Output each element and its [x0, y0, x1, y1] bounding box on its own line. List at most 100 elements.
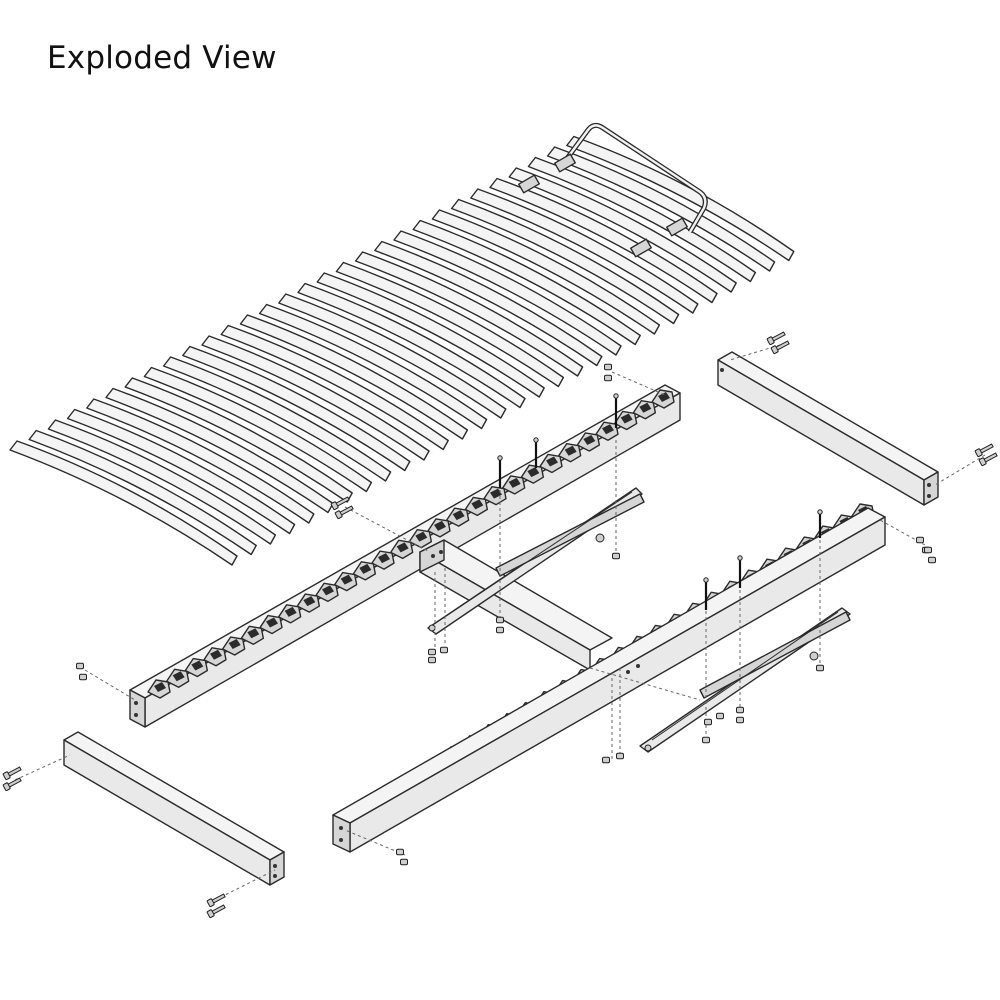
slat-holder: [427, 518, 451, 538]
slat: [527, 156, 757, 283]
bolt: [2, 766, 22, 781]
slat-holder: [352, 561, 377, 581]
slat: [124, 377, 353, 503]
strap-clip: [554, 153, 576, 173]
vertical-bolt: [737, 555, 743, 588]
head-end-board: [717, 351, 939, 506]
slat-holder: [445, 507, 470, 527]
nut: [604, 363, 612, 371]
nut: [916, 536, 924, 544]
slat-holder: [315, 582, 339, 603]
slat: [374, 240, 603, 367]
nut: [702, 736, 710, 744]
nut: [704, 718, 712, 726]
slat-holder: [576, 432, 601, 452]
slat: [450, 198, 680, 325]
slat: [182, 345, 411, 472]
nut: [616, 752, 624, 760]
nut: [816, 664, 824, 672]
slat: [393, 230, 622, 356]
bolt: [766, 331, 786, 346]
slat: [566, 135, 795, 262]
slat: [201, 335, 430, 461]
slat: [412, 219, 641, 346]
slat: [143, 366, 373, 493]
slat-holder: [184, 657, 209, 678]
nut: [440, 646, 448, 654]
nut: [716, 712, 724, 720]
slat: [220, 324, 449, 451]
slat-holder: [277, 604, 302, 624]
nut: [604, 374, 612, 382]
bolt: [2, 777, 22, 792]
slat: [354, 251, 584, 377]
slat-holder: [539, 453, 563, 474]
slat: [316, 272, 545, 398]
slat: [66, 408, 296, 535]
slat-holder: [259, 614, 283, 635]
nut: [396, 848, 404, 856]
nut: [736, 706, 744, 714]
metal-bracket-lower: [639, 607, 851, 753]
foot-end-board: [63, 731, 285, 886]
vertical-bolt: [497, 455, 503, 488]
slat-holder: [389, 539, 414, 560]
slat: [47, 419, 277, 545]
hardware: [2, 331, 998, 919]
slat: [278, 293, 507, 419]
metal-bracket-upper: [427, 487, 645, 635]
vertical-bolt: [817, 509, 823, 538]
bolt: [206, 893, 226, 908]
strap-clip: [630, 238, 652, 258]
slat-holder: [240, 625, 265, 645]
slat-holder: [464, 496, 489, 517]
slat: [9, 440, 238, 566]
slat: [297, 282, 526, 409]
slat: [162, 356, 392, 482]
bolt: [974, 443, 994, 458]
slat: [239, 314, 469, 440]
vertical-bolt: [533, 437, 539, 468]
strap-clip: [518, 174, 540, 194]
bolt: [330, 496, 350, 511]
slat: [470, 188, 699, 314]
right-side-rail: [332, 507, 886, 853]
nut: [79, 673, 87, 681]
slat-holder: [557, 443, 582, 463]
nut: [428, 656, 436, 664]
nut: [602, 756, 610, 764]
bolt: [206, 904, 226, 919]
slat: [508, 167, 737, 293]
slat-holder: [296, 593, 321, 613]
slat-holder: [520, 464, 545, 484]
vertical-bolt: [613, 393, 619, 428]
slat-holder: [501, 475, 526, 495]
slat-deck: [9, 135, 795, 566]
slat-holders-back: [147, 389, 675, 699]
bolt: [770, 340, 790, 355]
slat: [546, 146, 776, 272]
slat-holder: [165, 668, 190, 688]
slat-holder: [613, 410, 638, 431]
slat: [489, 177, 718, 304]
slat-holder: [333, 571, 358, 592]
slat: [335, 261, 565, 388]
slat: [28, 429, 257, 556]
slat-holder: [632, 400, 657, 420]
nut: [924, 546, 932, 554]
vertical-bolt: [703, 577, 709, 610]
slat: [431, 209, 661, 335]
slat-holder: [595, 421, 619, 441]
nut: [496, 626, 504, 634]
bolt: [978, 452, 998, 467]
nut: [400, 858, 408, 866]
nut: [736, 716, 744, 724]
nut: [612, 552, 620, 560]
nut: [428, 648, 436, 656]
slat: [86, 398, 315, 524]
bolt: [334, 505, 354, 520]
nut: [928, 556, 936, 564]
slat-holder: [147, 679, 171, 699]
slat-holder: [221, 636, 246, 656]
